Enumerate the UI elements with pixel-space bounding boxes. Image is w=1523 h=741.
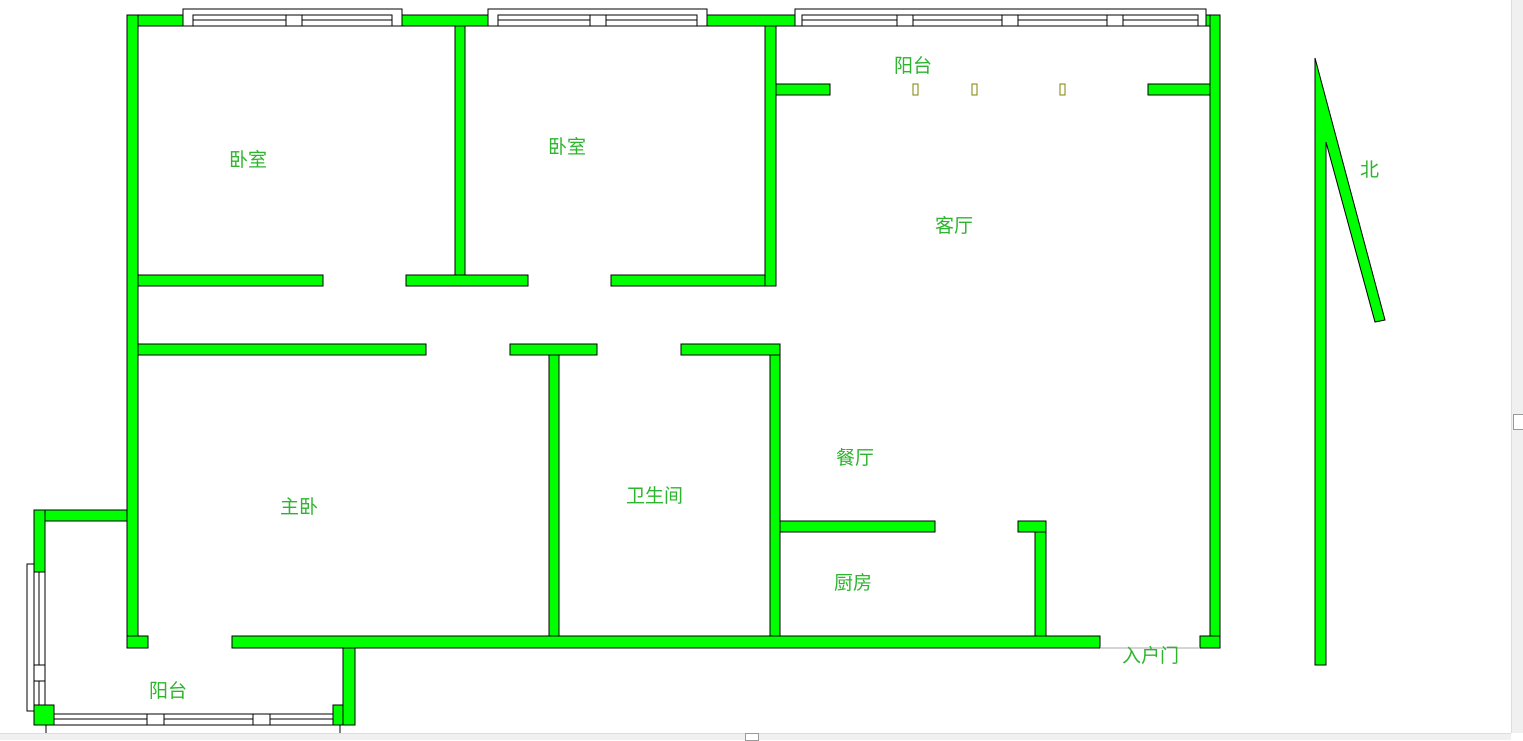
label-bedroom-1: 卧室 <box>229 149 267 171</box>
label-living-room: 客厅 <box>935 215 973 237</box>
window-bottom-balcony <box>44 713 341 733</box>
label-master-bedroom: 主卧 <box>280 496 318 518</box>
vertical-scroll-thumb[interactable] <box>1513 414 1523 430</box>
window-left-balcony <box>26 563 46 712</box>
horizontal-scroll-thumb[interactable] <box>745 733 759 741</box>
label-dining-room: 餐厅 <box>836 447 874 469</box>
label-bedroom-2: 卧室 <box>548 136 586 158</box>
label-north: 北 <box>1360 159 1379 181</box>
north-arrow-icon <box>1314 57 1386 666</box>
window-top-1 <box>182 8 403 27</box>
label-balcony-top: 阳台 <box>894 55 932 77</box>
walls <box>33 14 1221 726</box>
label-kitchen: 厨房 <box>834 572 872 594</box>
balcony-posts <box>912 83 1066 96</box>
label-entrance: 入户门 <box>1122 645 1179 667</box>
window-top-2 <box>487 8 708 27</box>
vertical-scrollbar[interactable] <box>1511 0 1523 733</box>
window-top-3 <box>794 8 1207 27</box>
label-bathroom: 卫生间 <box>626 485 683 507</box>
label-balcony-bottom: 阳台 <box>149 680 187 702</box>
